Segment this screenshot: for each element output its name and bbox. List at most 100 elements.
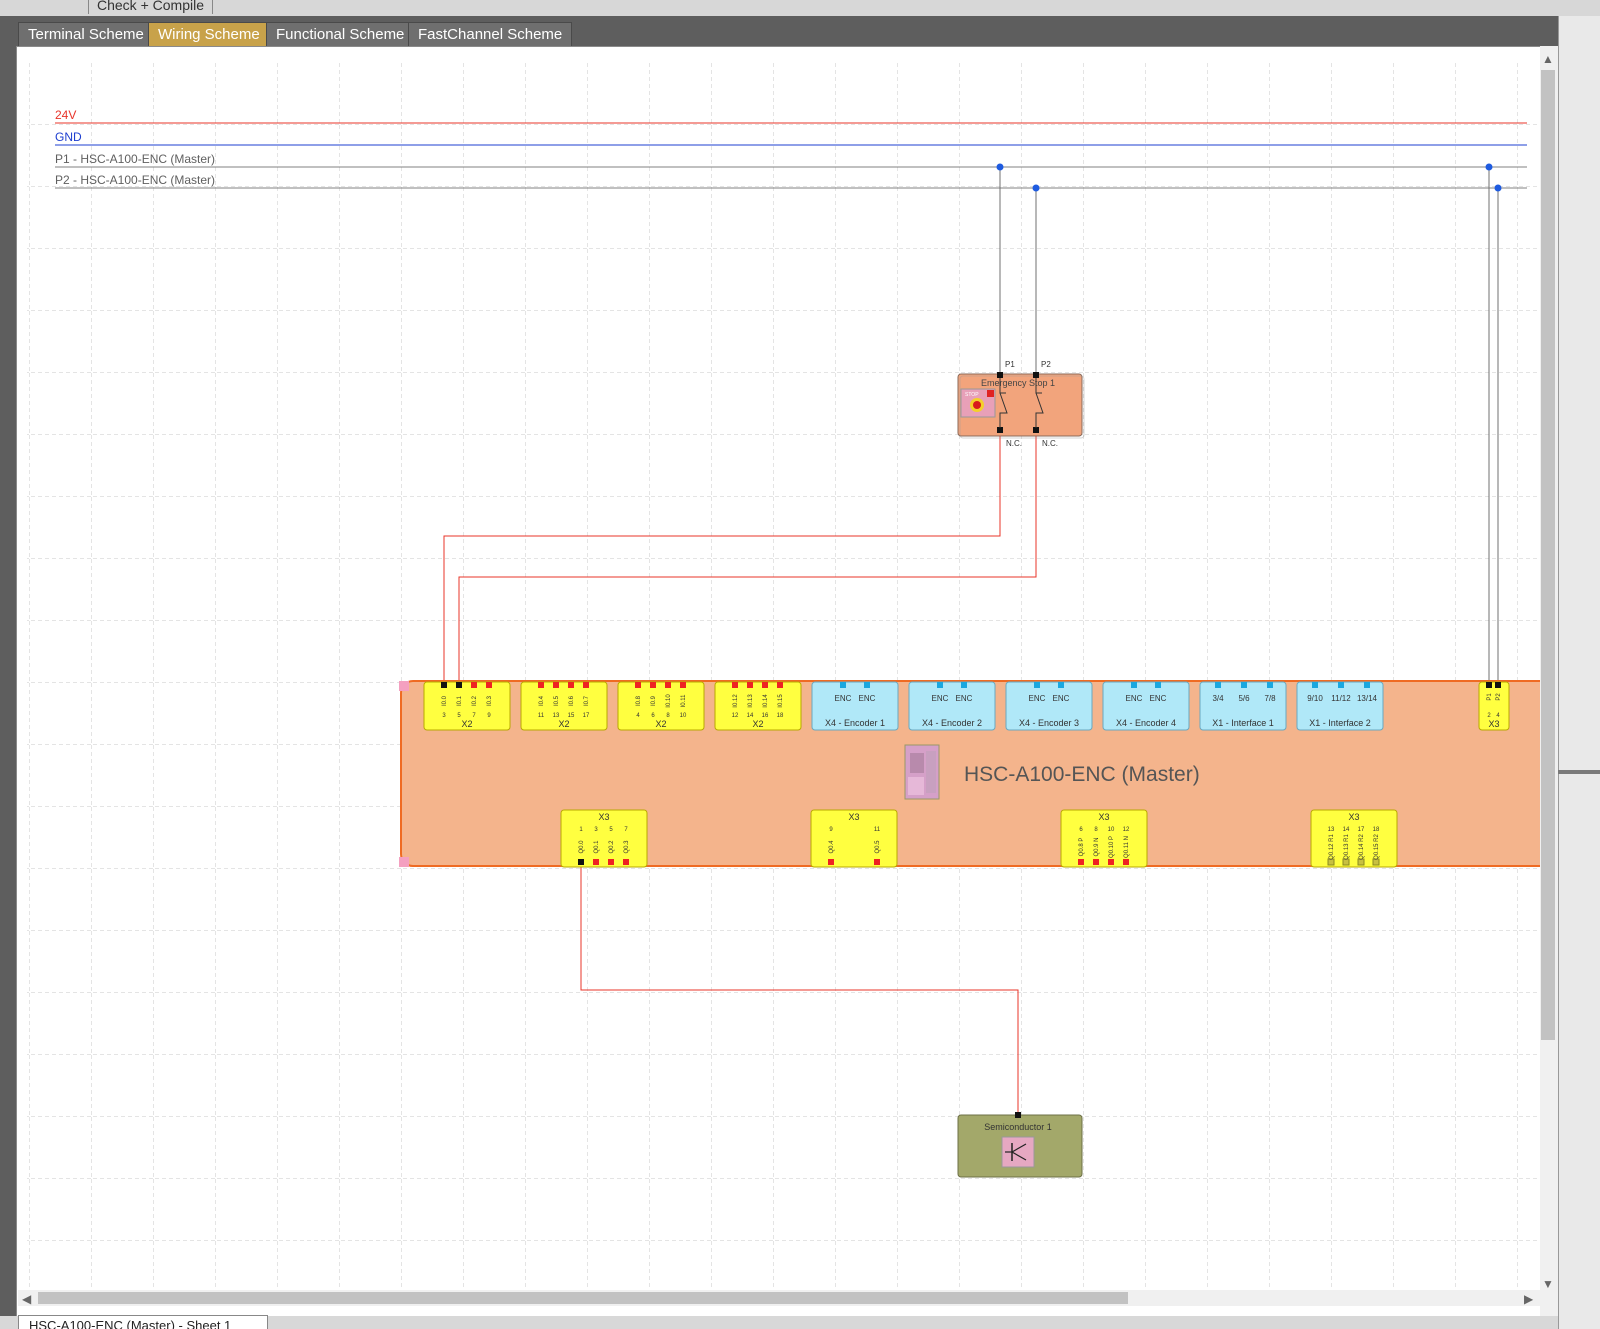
terminal-pin[interactable]	[680, 682, 686, 688]
terminal-pin[interactable]	[568, 682, 574, 688]
terminal-pin[interactable]	[553, 682, 559, 688]
terminal-pin[interactable]	[1312, 682, 1318, 688]
terminal-pin[interactable]	[762, 682, 768, 688]
terminal-pin[interactable]	[1372, 858, 1380, 866]
wire-q00-semi[interactable]	[580, 863, 1019, 1117]
terminal-pin[interactable]	[1058, 682, 1064, 688]
terminal-pin[interactable]	[1486, 682, 1492, 688]
terminal-pin[interactable]	[1093, 859, 1099, 865]
estop-pin-nc1[interactable]	[997, 427, 1003, 433]
terminal-pin[interactable]	[486, 682, 492, 688]
terminal-pin-label: I0.13	[748, 694, 754, 708]
terminal-pin[interactable]	[1342, 858, 1350, 866]
terminal-pin[interactable]	[538, 682, 544, 688]
terminal-pin-label: Q0.11 N	[1124, 836, 1130, 858]
wire-nc2-i01[interactable]	[458, 431, 1037, 683]
terminal-pin[interactable]	[623, 859, 629, 865]
terminal-pin[interactable]	[1215, 682, 1221, 688]
terminal-block-body	[810, 809, 898, 868]
terminal-block-title: X3	[1098, 812, 1109, 822]
scroll-up-icon[interactable]: ▲	[1542, 52, 1554, 66]
scroll-down-icon[interactable]: ▼	[1542, 1277, 1554, 1291]
estop-pin-nc2[interactable]	[1033, 427, 1039, 433]
vertical-scroll-thumb[interactable]	[1541, 70, 1555, 1040]
terminal-pin[interactable]	[665, 682, 671, 688]
terminal-pin[interactable]	[608, 859, 614, 865]
wire-nc1-i00[interactable]	[443, 431, 1001, 683]
terminal-pin[interactable]	[732, 682, 738, 688]
terminal-pin-number: 7	[624, 827, 628, 833]
scroll-left-icon[interactable]: ◀	[22, 1292, 32, 1306]
terminal-pin[interactable]	[1155, 682, 1161, 688]
terminal-pin[interactable]	[1267, 682, 1273, 688]
terminal-pin[interactable]	[1034, 682, 1040, 688]
terminal-pin[interactable]	[1495, 682, 1501, 688]
horizontal-scroll-thumb[interactable]	[38, 1292, 1128, 1304]
terminal-pin-number: 8	[1094, 827, 1098, 833]
terminal-pin-number: 9	[829, 827, 833, 833]
terminal-pin[interactable]	[650, 682, 656, 688]
tab-functional-scheme[interactable]: Functional Scheme	[266, 22, 415, 46]
transistor-icon	[1001, 1136, 1035, 1168]
tab-fastchannel-scheme[interactable]: FastChannel Scheme	[408, 22, 573, 46]
scroll-right-icon[interactable]: ▶	[1524, 1292, 1534, 1306]
terminal-pin[interactable]	[578, 859, 584, 865]
semiconductor-device[interactable]: Semiconductor 1	[957, 1112, 1083, 1178]
terminal-pin[interactable]	[937, 682, 943, 688]
terminal-pin[interactable]	[1357, 858, 1365, 866]
terminal-pin[interactable]	[874, 859, 880, 865]
sheet-tab[interactable]: HSC-A100-ENC (Master) - Sheet 1	[18, 1315, 268, 1329]
terminal-pin[interactable]	[1327, 858, 1335, 866]
emergency-stop-device[interactable]: Emergency Stop 1 P1 P2 N.C. N.C. STOP	[957, 360, 1085, 448]
terminal-pin[interactable]	[864, 682, 870, 688]
terminal-pin[interactable]	[777, 682, 783, 688]
terminal-pin[interactable]	[635, 682, 641, 688]
terminal-pin[interactable]	[747, 682, 753, 688]
tab-terminal-scheme[interactable]: Terminal Scheme	[18, 22, 154, 46]
terminal-pin[interactable]	[456, 682, 462, 688]
semiconductor-pin[interactable]	[1015, 1112, 1021, 1118]
terminal-pin[interactable]	[1131, 682, 1137, 688]
estop-pin-p2[interactable]	[1033, 372, 1039, 378]
tab-wiring-scheme[interactable]: Wiring Scheme	[148, 22, 270, 46]
estop-nc1-label: N.C.	[1006, 439, 1022, 448]
check-compile-button[interactable]: Check + Compile	[88, 0, 213, 14]
terminal-pin[interactable]	[471, 682, 477, 688]
terminal-pin-label: I0.11	[681, 694, 687, 708]
terminal-pin[interactable]	[1108, 859, 1114, 865]
terminal-pin[interactable]	[1078, 859, 1084, 865]
terminal-pin[interactable]	[1364, 682, 1370, 688]
estop-pin-p1[interactable]	[997, 372, 1003, 378]
terminal-pin[interactable]	[1123, 859, 1129, 865]
terminal-pin[interactable]	[961, 682, 967, 688]
wiring-canvas[interactable]: 24V GND P1 - HSC-A100-ENC (Master) P2 - …	[16, 46, 1556, 1317]
terminal-pin[interactable]	[1338, 682, 1344, 688]
terminal-pin[interactable]	[441, 682, 447, 688]
terminal-pin[interactable]	[593, 859, 599, 865]
terminal-pin[interactable]	[840, 682, 846, 688]
junction-dot	[1494, 184, 1502, 192]
terminal-pin-number: 14	[1343, 827, 1350, 833]
terminal-block-title: X1 - Interface 1	[1212, 718, 1274, 728]
terminal-pin[interactable]	[828, 859, 834, 865]
terminal-pin[interactable]	[583, 682, 589, 688]
terminal-pin[interactable]	[1241, 682, 1247, 688]
bus-p2-label: P2 - HSC-A100-ENC (Master)	[55, 173, 215, 187]
module-corner-marker	[399, 681, 409, 691]
module-corner-marker	[399, 857, 409, 867]
